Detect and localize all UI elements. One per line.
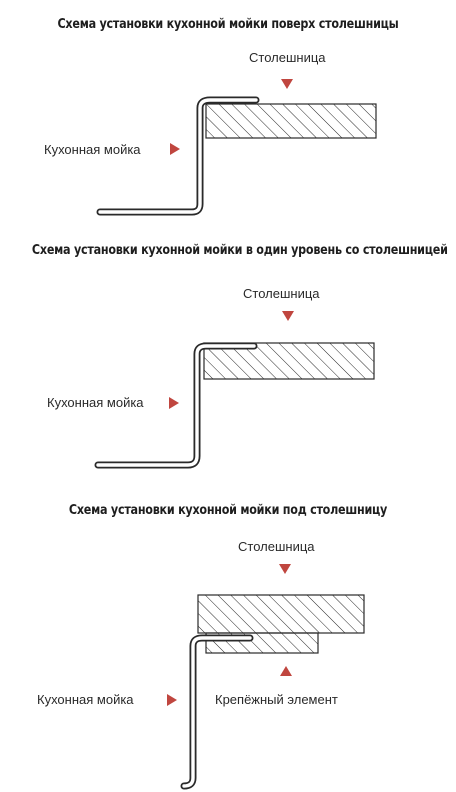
countertop xyxy=(205,103,377,139)
diagram-title: Схема установки кухонной мойки под столе… xyxy=(68,503,388,518)
diagram-overmount: Схема установки кухонной мойки поверх ст… xyxy=(0,0,456,250)
diagram-title: Схема установки кухонной мойки поверх ст… xyxy=(57,17,399,32)
flush-drawing xyxy=(94,311,375,469)
sink-label: Кухонная мойка xyxy=(44,142,141,157)
countertop-label: Столешница xyxy=(249,50,326,65)
countertop-label: Столешница xyxy=(243,286,320,301)
sink-profile-inner xyxy=(98,98,258,214)
sink-label: Кухонная мойка xyxy=(47,395,144,410)
sink-profile-inner xyxy=(182,636,252,788)
fastener-arrow xyxy=(280,666,292,676)
sink-label: Кухонная мойка xyxy=(37,692,134,707)
undermount-drawing xyxy=(167,564,365,790)
sink-arrow xyxy=(167,694,177,706)
diagram-title: Схема установки кухонной мойки в один ур… xyxy=(31,243,448,258)
countertop-arrow xyxy=(282,311,294,321)
diagram-undermount: Схема установки кухонной мойки под столе… xyxy=(0,492,456,792)
countertop-arrow xyxy=(279,564,291,574)
sink-arrow xyxy=(169,397,179,409)
fastener-label: Крепёжный элемент xyxy=(215,692,338,707)
diagram-flush: Схема установки кухонной мойки в один ур… xyxy=(0,230,456,490)
sink-profile-inner xyxy=(96,344,256,467)
overmount-drawing xyxy=(96,79,377,216)
sink-arrow xyxy=(170,143,180,155)
countertop-label: Столешница xyxy=(238,539,315,554)
countertop xyxy=(197,594,365,634)
countertop-arrow xyxy=(281,79,293,89)
